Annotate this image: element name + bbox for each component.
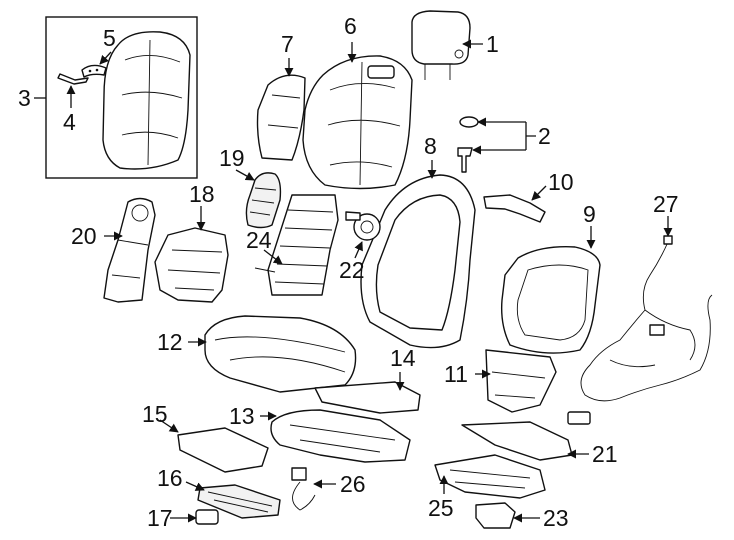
leader-5	[99, 51, 112, 65]
callout-9: 9	[583, 201, 596, 227]
callout-27: 27	[653, 191, 679, 217]
bracket[interactable]	[483, 194, 546, 223]
callout-8: 8	[424, 133, 437, 159]
callout-12: 12	[157, 329, 183, 355]
callout-17: 17	[147, 505, 173, 531]
callout-10: 10	[548, 169, 574, 195]
callout-14: 14	[390, 345, 416, 371]
callout-21: 21	[592, 441, 618, 467]
front-pad[interactable]	[177, 427, 269, 473]
clip-part-5[interactable]	[81, 64, 107, 78]
seat-back-cushion[interactable]	[302, 55, 413, 190]
callout-5: 5	[103, 25, 116, 51]
seat-track[interactable]	[434, 454, 546, 499]
motor-unit[interactable]	[345, 211, 381, 241]
callout-16: 16	[157, 465, 183, 491]
leader-2-join	[525, 122, 536, 150]
heater-bracket[interactable]	[461, 421, 573, 461]
side-shield[interactable]	[103, 197, 156, 303]
seat-back-panel[interactable]	[500, 246, 601, 354]
callout-20: 20	[71, 223, 97, 249]
callout-1: 1	[486, 31, 499, 57]
headrest[interactable]	[411, 10, 471, 80]
callout-22: 22	[339, 257, 365, 283]
leader-10	[531, 185, 547, 201]
clip-block[interactable]	[195, 509, 219, 525]
callout-2: 2	[538, 123, 551, 149]
seat-motor[interactable]	[475, 502, 516, 529]
seat-back-frame[interactable]	[360, 174, 476, 349]
connector-wire[interactable]	[291, 467, 316, 511]
leader-24	[263, 249, 283, 265]
leader-16	[185, 481, 205, 491]
seat-pan[interactable]	[270, 409, 411, 463]
callout-13: 13	[229, 403, 255, 429]
seat-back-cover-inset[interactable]	[102, 31, 191, 170]
leader-19	[235, 169, 255, 181]
callout-4: 4	[63, 109, 76, 135]
leader-15	[159, 419, 179, 433]
callout-25: 25	[428, 495, 454, 521]
headrest-guide-top[interactable]	[459, 116, 479, 128]
lumbar-pad[interactable]	[245, 172, 282, 229]
callout-11: 11	[444, 361, 468, 387]
spring-mat[interactable]	[254, 194, 339, 296]
trim-part-4[interactable]	[57, 73, 89, 85]
headrest-guide-bottom[interactable]	[457, 147, 473, 173]
callout-3: 3	[18, 85, 31, 111]
callout-24: 24	[246, 227, 272, 253]
callout-23: 23	[543, 505, 569, 531]
seat-cushion[interactable]	[204, 315, 357, 393]
callout-18: 18	[189, 181, 215, 207]
wiring-harness[interactable]	[567, 235, 713, 425]
leader-22	[354, 241, 363, 259]
back-lower-panel[interactable]	[485, 349, 557, 413]
callout-19: 19	[219, 145, 245, 171]
callout-6: 6	[344, 13, 357, 39]
back-pad[interactable]	[256, 74, 306, 161]
callout-7: 7	[281, 31, 294, 57]
rear-housing[interactable]	[154, 227, 229, 303]
callout-15: 15	[142, 401, 168, 427]
cushion-support-plate[interactable]	[314, 381, 421, 414]
callout-26: 26	[340, 471, 366, 497]
heater-mat[interactable]	[197, 484, 281, 519]
